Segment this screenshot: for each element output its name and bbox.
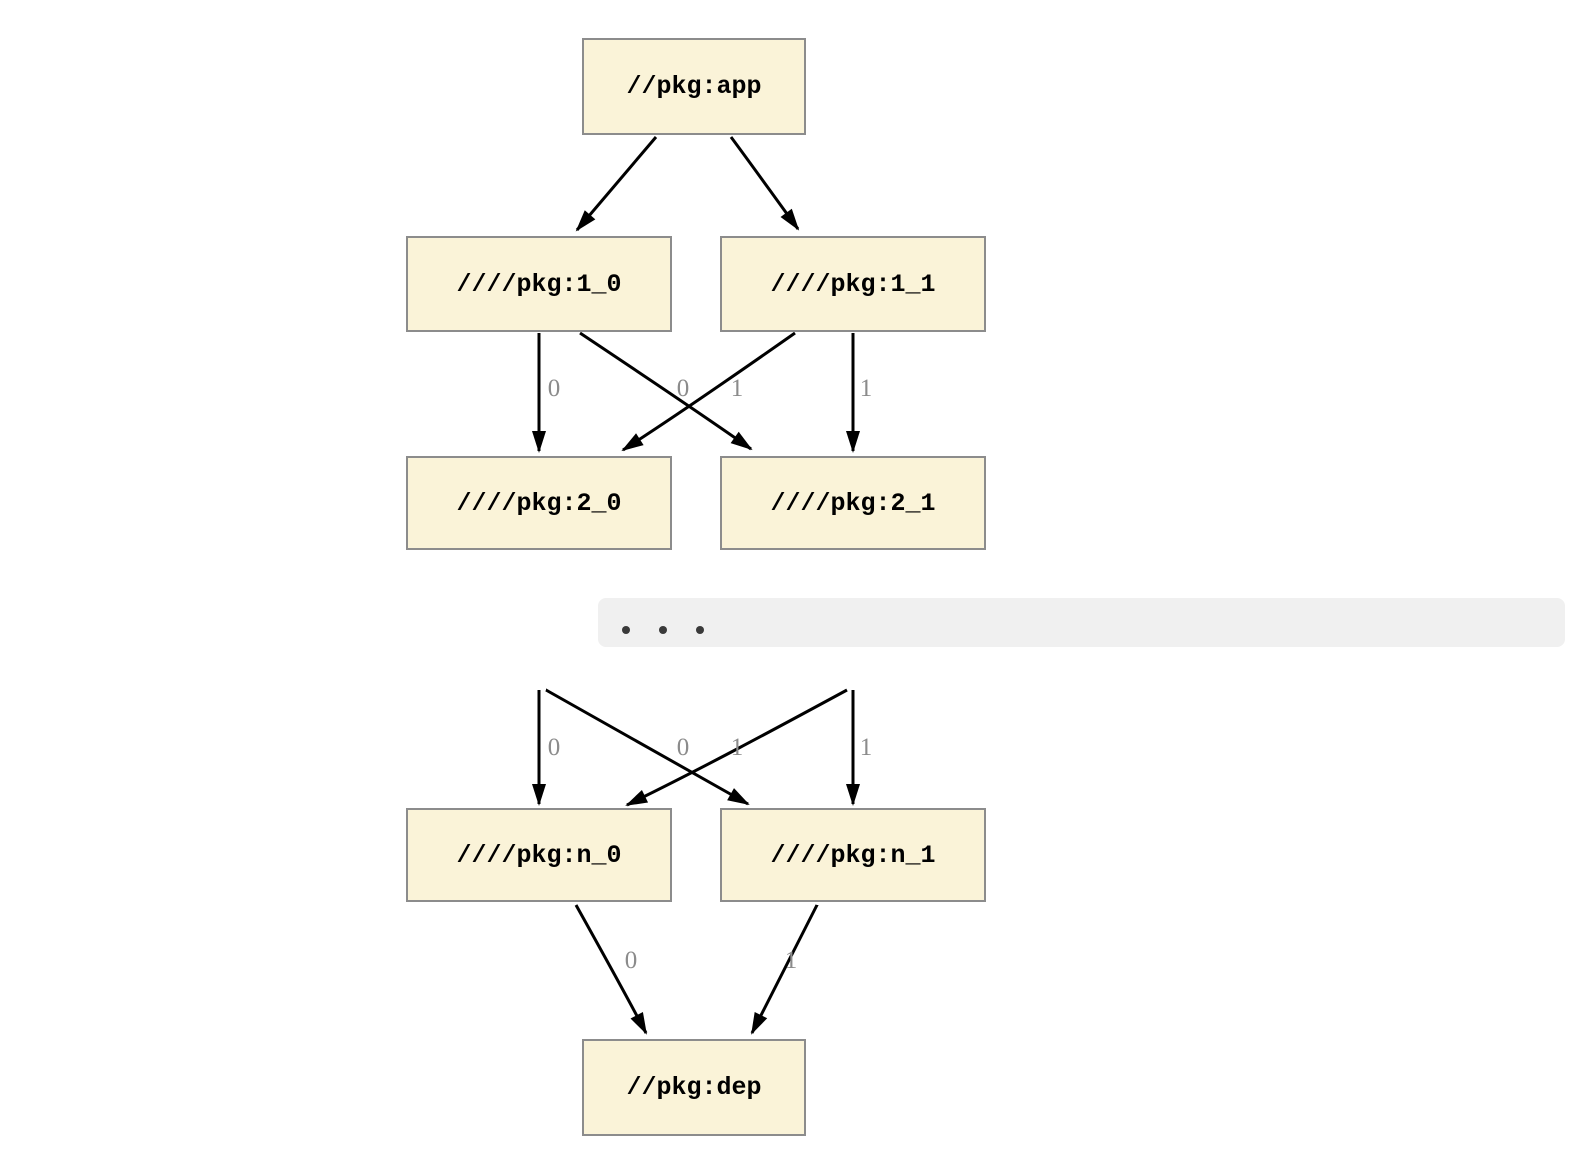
- node-pkg-1_0: ////pkg:1_0: [406, 236, 672, 332]
- ellipsis-dots: [622, 626, 704, 634]
- edge-label-1_0-2_0: 0: [547, 375, 561, 402]
- edge-label-n_1-dep: 1: [784, 947, 798, 974]
- edge-hidden0-to-n_1: [545, 688, 750, 806]
- edge-label-hidden0-n_1: 1: [730, 734, 744, 761]
- ellipsis-dot: [622, 626, 630, 634]
- node-pkg-app: //pkg:app: [582, 38, 806, 135]
- edge-label-hidden1-n_1: 1: [859, 734, 873, 761]
- node-pkg-2_1: ////pkg:2_1: [720, 456, 986, 550]
- edge-label-1_1-2_0: 0: [676, 375, 690, 402]
- node-pkg-n_1: ////pkg:n_1: [720, 808, 986, 902]
- node-pkg-1_1: ////pkg:1_1: [720, 236, 986, 332]
- edge-label-hidden1-n_0: 0: [676, 734, 690, 761]
- node-pkg-2_0: ////pkg:2_0: [406, 456, 672, 550]
- ellipsis-dot: [659, 626, 667, 634]
- edge-label-1_0-2_1: 1: [730, 375, 744, 402]
- edge-label-n_0-dep: 0: [624, 947, 638, 974]
- edge-app-to-1_0: [575, 136, 658, 232]
- ellipsis-dot: [696, 626, 704, 634]
- edge-label-hidden0-n_0: 0: [547, 734, 561, 761]
- edge-n_1-to-dep: [750, 904, 819, 1035]
- node-pkg-dep: //pkg:dep: [582, 1039, 806, 1136]
- edge-1_1-to-2_0: [621, 331, 796, 452]
- edge-app-to-1_1: [729, 136, 800, 231]
- ellipsis-band: [598, 598, 1565, 647]
- edge-1_0-to-2_1: [579, 331, 753, 451]
- node-pkg-n_0: ////pkg:n_0: [406, 808, 672, 902]
- edge-hidden1-to-n_0: [625, 688, 848, 807]
- edge-label-1_1-2_1: 1: [859, 375, 873, 402]
- edge-n_0-to-dep: [574, 904, 648, 1035]
